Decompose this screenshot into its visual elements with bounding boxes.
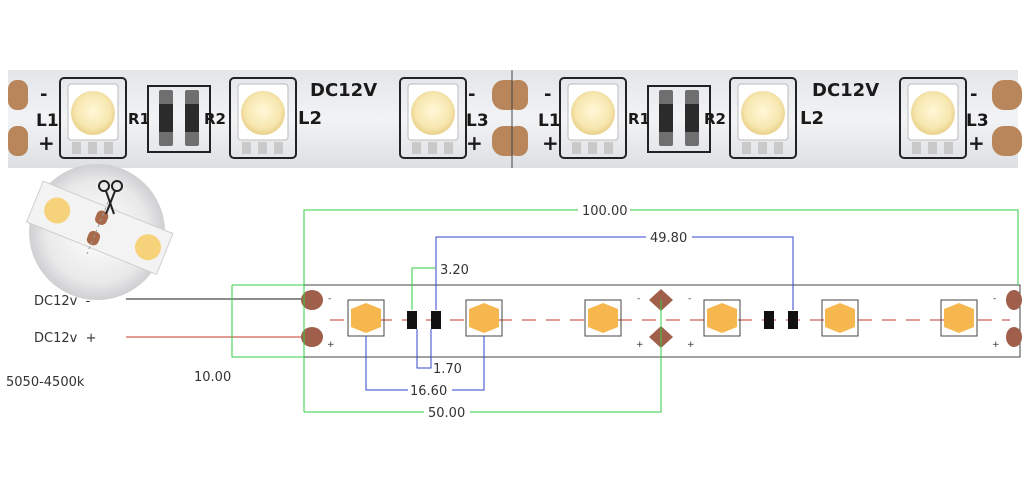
polarity-minus-mark: - [544,84,551,105]
product-label: 5050-4500k [6,375,85,390]
strip-drawing: - + - + - + - + 1 [6,203,1022,421]
dim-resistor-width: 3.20 [440,263,469,278]
polarity-minus-mark: - [40,84,47,105]
led-label-l2: L2 [800,108,824,129]
polarity-plus-mark: + [466,131,483,155]
polarity-plus-mark: + [542,131,559,155]
resistor-label-r1: R1 [128,110,150,128]
svg-text:+: + [687,340,695,350]
dim-cut-pitch: 50.00 [428,406,465,421]
svg-text:+: + [636,340,644,350]
positive-wire-label: DC12v + [34,331,96,346]
dimension-lines [231,209,1019,413]
polarity-minus-mark: - [970,84,977,105]
cut-mark-thumbnail [26,164,174,300]
voltage-marking: DC12V [310,80,377,101]
led-chips [347,299,978,337]
dim-strip-width: 10.00 [194,370,231,385]
led-label-l1: L1 [538,111,561,131]
resistor-label-r2: R2 [204,110,226,128]
led-label-l1: L1 [36,111,59,131]
polarity-plus-mark: + [968,131,985,155]
resistors [407,311,798,329]
drawing-polarity-marks: - + - + - + - + [327,294,1000,350]
dim-segment-pitch: 49.80 [650,231,687,246]
svg-text:-: - [637,294,640,304]
polarity-minus-mark: - [468,84,475,105]
voltage-marking: DC12V [812,80,879,101]
svg-text:-: - [688,294,691,304]
resistor-label-r1: R1 [628,110,650,128]
led-label-l2: L2 [298,108,322,129]
svg-text:-: - [993,294,996,304]
dim-led-pitch: 16.60 [410,384,447,399]
led-label-l3: L3 [966,111,989,131]
strip-photo: L1 - + R1 R2 L2 DC12V L3 - + L1 - + R1 R… [7,70,1023,168]
svg-text:-: - [328,294,331,304]
dim-total-length: 100.00 [582,204,628,219]
dim-resistor-gap: 1.70 [433,362,462,377]
svg-text:+: + [327,340,335,350]
resistor-label-r2: R2 [704,110,726,128]
led-label-l3: L3 [466,111,489,131]
polarity-plus-mark: + [38,131,55,155]
svg-text:+: + [992,340,1000,350]
negative-wire-label: DC12v - [34,294,91,309]
scissors-icon [98,180,123,215]
